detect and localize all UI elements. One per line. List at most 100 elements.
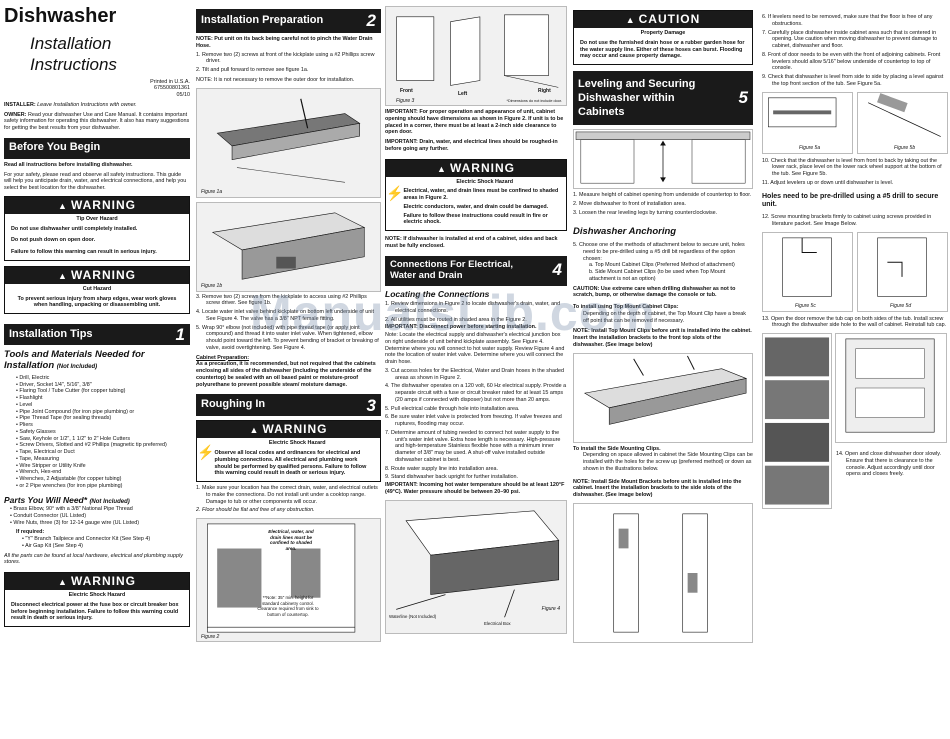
print-date: 05/10	[176, 92, 191, 98]
locating-heading: Locating the Connections	[385, 288, 490, 299]
tool-item: Flaring Tool / Tube Cutter (for copper t…	[16, 388, 190, 395]
figure-caption: Figure 4	[541, 605, 560, 612]
tips-title: Installation Tips	[9, 327, 93, 340]
prep-note-2: NOTE: It is not necessary to remove the …	[196, 76, 355, 83]
cabinet-height-drawing	[575, 131, 751, 184]
part-item: Wire Nuts, three (3) for 12-14 gauge wir…	[10, 520, 190, 527]
top-mount-drawing	[583, 355, 748, 425]
if-required-list: "Y" Branch Tailpiece and Connector Kit (…	[4, 536, 190, 550]
caution-sub: Property Damage	[640, 30, 686, 36]
install-steps-d: 13. Open the door remove the tub cap on …	[762, 316, 948, 330]
connections-number: 4	[552, 260, 562, 280]
tools-heading: Tools and Materials Needed for Installat…	[4, 349, 190, 372]
prep-step: 3. Remove two (2) screws from the kickpl…	[196, 293, 367, 307]
figure-caption: Figure 1a	[201, 189, 223, 196]
tub-cap-figure-main	[835, 333, 947, 443]
column-3: Front Left Right Figure 3 *Dimensions do…	[385, 0, 567, 739]
tool-item: Saw, Keyhole or 1/2", 1 1/2" to 2" Hole …	[16, 436, 190, 443]
figure-5a-drawing	[768, 97, 837, 127]
option-b: b. Side Mount Cabinet Clips (to be used …	[589, 269, 726, 282]
electrical-box-label: Electrical Box	[484, 620, 511, 626]
install-step: 12. Screw mounting brackets firmly to ca…	[762, 214, 932, 227]
caution-label: CAUTION	[638, 12, 701, 26]
anchoring-steps: 5. Choose one of the methods of attachme…	[573, 242, 753, 262]
waterline-label: Waterline (Not Included)	[389, 613, 437, 619]
leveling-step: 1. Measure height of cabinet opening fro…	[573, 192, 752, 198]
before-begin-title: Before You Begin	[9, 141, 101, 154]
option-a: a. Top Mount Cabinet Clips (Preferred Me…	[589, 262, 735, 269]
print-country: Printed in U.S.A.	[150, 78, 190, 85]
tub-cap-main-drawing	[845, 338, 935, 433]
warning-header: ▲WARNING	[386, 159, 566, 177]
important-3: IMPORTANT: Disconnect power before start…	[385, 324, 537, 331]
important-2: IMPORTANT: Drain, water, and electrical …	[385, 139, 558, 152]
warning-sub: Electric Shock Hazard	[268, 440, 326, 447]
anchoring-step: 5. Choose one of the methods of attachme…	[573, 242, 745, 262]
tub-cap-figures	[762, 333, 948, 509]
locating-step: 2. All utilities must be routed in shade…	[385, 316, 527, 323]
before-begin-header: Before You Begin	[4, 137, 190, 159]
figure-caption: Figure 5d	[890, 303, 912, 310]
important-1: IMPORTANT: For proper operation and appe…	[385, 109, 564, 136]
tool-item: Wire Stripper or Utility Knife	[16, 463, 190, 470]
tool-item: Pliers	[16, 422, 190, 429]
side-mount-note: NOTE: Install Side Mount Brackets before…	[573, 478, 742, 499]
tools-note: (Not Included)	[56, 363, 98, 370]
leveling-step: 2. Move dishwasher to front of installat…	[573, 200, 686, 207]
parts-note: (Not Included)	[89, 498, 130, 505]
figure-5ab-row: Figure 5a Figure 5b	[762, 91, 948, 154]
column-4: ▲CAUTION Property Damage Do not use the …	[573, 0, 753, 739]
prep-step: 2. Tilt and pull forward to remove see f…	[196, 67, 309, 73]
dims-note: *Dimensions do not include door.	[506, 99, 562, 104]
before-p1: Read all instructions before installing …	[4, 161, 133, 168]
doc-subtitle-2: Instructions	[30, 55, 117, 75]
warning-shaded-areas: ▲WARNING ⚡ Electric Shock Hazard Electri…	[385, 158, 567, 231]
figure-3-drawing	[396, 14, 559, 88]
roughing-steps: 1. Make sure your location has the corre…	[196, 485, 381, 514]
label-right: Right	[538, 88, 551, 94]
install-step: 13. Open the door remove the tub cap on …	[762, 315, 947, 329]
warning-label: WARNING	[70, 197, 136, 212]
figure-caption: Figure 2	[201, 633, 220, 640]
caution-drilling: CAUTION: Use extreme care when drilling …	[573, 285, 736, 299]
figure-2-note: Electrical, water, and drain lines must …	[268, 529, 314, 552]
cabinet-prep-text: As a precaution, it is recommended, but …	[196, 361, 376, 388]
figure-1b: Figure 1b	[196, 201, 381, 292]
leveling-header: Leveling and Securing Dishwasher within …	[573, 71, 753, 125]
tips-number: 1	[175, 324, 185, 344]
tool-item: Pipe Joint Compound (for iron pipe plumb…	[16, 409, 190, 416]
install-steps-c: 12. Screw mounting brackets firmly to ca…	[762, 214, 948, 228]
install-steps-e: 14. Open and close dishwasher door slowl…	[836, 451, 948, 478]
figure-caption: Figure 3	[396, 97, 415, 104]
print-number: 675500801361	[154, 85, 190, 92]
warning-text-wrap: Electric Shock Hazard Electrical, water,…	[403, 177, 566, 231]
leveling-number: 5	[738, 87, 748, 107]
figure-5b-drawing	[867, 92, 941, 137]
owner-label: OWNER:	[4, 111, 27, 118]
tool-item: Wrenches, 2 Adjustable (for copper tubin…	[16, 476, 190, 483]
doc-subtitle-1: Installation	[30, 34, 112, 53]
caution-line: Do not use the furnished drain hose or a…	[580, 39, 745, 60]
figure-5a: Figure 5a	[762, 91, 853, 154]
predrill-heading: Holes need to be pre-drilled using a #5 …	[762, 192, 939, 209]
warning-line: Disconnect electrical power at the fuse …	[11, 601, 179, 622]
installation-tips-header: Installation Tips 1	[4, 324, 190, 345]
tool-item: Wrench, Hex-end	[16, 469, 190, 476]
warning-line: Failure to follow this warning can resul…	[11, 249, 157, 255]
locating-steps-2: 3. Cut access holes for the Electrical, …	[385, 368, 567, 481]
warning-triangle-icon: ▲	[58, 270, 68, 281]
parts-heading: Parts You Will Need* (Not Included)	[4, 495, 190, 507]
figure-5d: Figure 5d	[857, 231, 948, 312]
warning-header: ▲WARNING	[197, 421, 380, 439]
tool-item: Driver, Socket 1/4", 5/16", 3/8"	[16, 382, 190, 389]
side-mount-heading: To install the Side Mounting Clips.	[573, 445, 661, 452]
locating-step: 3. Cut access holes for the Electrical, …	[385, 367, 564, 381]
top-mount-text: Depending on the depth of cabinet, the T…	[583, 310, 746, 324]
install-step: 11. Adjust levelers up or down until dis…	[762, 179, 894, 186]
tub-cap-figure-stack	[762, 333, 832, 509]
prep-title: Installation Preparation	[201, 14, 324, 27]
figure-2-note-2: **Note: 35" min. height for standard cab…	[257, 595, 319, 617]
warning-sub: Electric Shock Hazard	[456, 178, 514, 185]
owner-note: OWNER: Read your dishwasher Use and Care…	[4, 112, 190, 132]
